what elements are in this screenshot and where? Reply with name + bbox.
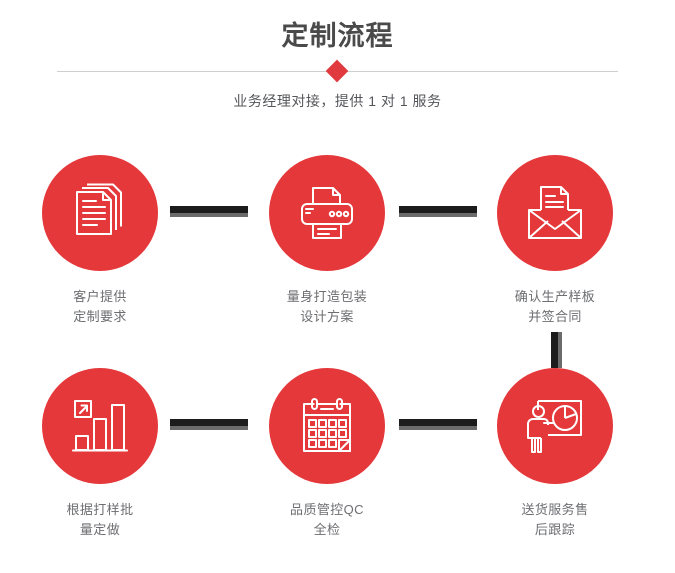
calendar-icon [303,398,351,452]
flow-row-1: 客户提供 定制要求 [0,150,675,360]
bar-chart-growth-icon [72,400,128,452]
flow-step-2[interactable]: 量身打造包装 设计方案 [237,150,417,327]
page-header: 定制流程 业务经理对接，提供 1 对 1 服务 [0,0,675,130]
flow-step-4[interactable]: 根据打样批 量定做 [10,363,190,540]
connector-row1-step1-step2 [170,206,248,217]
connector-row2-step5-step6 [399,419,477,430]
flow-step-4-circle [42,368,158,484]
page-subtitle: 业务经理对接，提供 1 对 1 服务 [233,93,442,109]
envelope-document-icon [528,186,582,239]
page-title: 定制流程 [281,21,394,51]
flow-step-3[interactable]: 确认生产样板 并签合同 [465,150,645,327]
flow-step-2-circle [269,155,385,271]
flow-step-6-label: 送货服务售 后跟踪 [521,502,589,537]
flow-step-1-circle [42,155,158,271]
connector-row2-step4-step5 [170,419,248,430]
diamond-marker-icon [325,59,349,83]
flow-step-3-label: 确认生产样板 并签合同 [514,289,596,324]
connector-step3-step6 [551,332,562,368]
flow-step-6[interactable]: 送货服务售 后跟踪 [465,363,645,540]
connector-row1-step2-step3 [399,206,477,217]
flow-step-1-label: 客户提供 定制要求 [73,289,127,324]
flow-step-5-circle [269,368,385,484]
printer-icon [301,187,353,239]
flow-step-4-label: 根据打样批 量定做 [66,502,134,537]
flow-step-6-circle [497,368,613,484]
presentation-pie-chart-icon [527,400,582,453]
flow-step-3-circle [497,155,613,271]
flow-row-2: 根据打样批 量定做 [0,363,675,573]
documents-stack-icon [76,183,122,235]
flow-step-1[interactable]: 客户提供 定制要求 [10,150,190,327]
flow-step-2-label: 量身打造包装 设计方案 [286,289,368,324]
flow-step-5-label: 品质管控QC 全检 [290,502,364,537]
flow-step-5[interactable]: 品质管控QC 全检 [237,363,417,540]
